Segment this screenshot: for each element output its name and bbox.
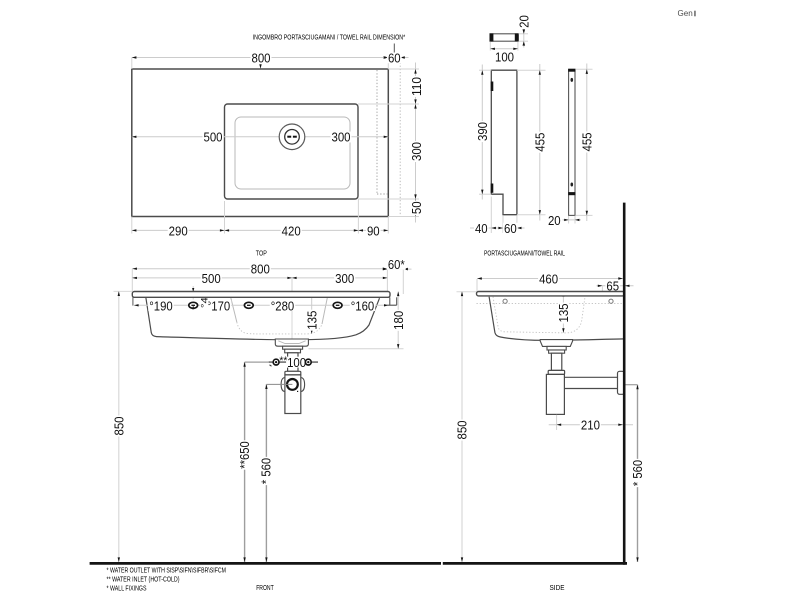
svg-text:210: 210 bbox=[581, 418, 600, 433]
svg-text:800: 800 bbox=[251, 50, 270, 65]
svg-text:500: 500 bbox=[203, 130, 222, 145]
svg-text:850: 850 bbox=[454, 420, 469, 439]
svg-text:300: 300 bbox=[335, 271, 354, 286]
svg-text:°190: °190 bbox=[149, 298, 172, 313]
svg-text:50: 50 bbox=[409, 201, 424, 214]
svg-text:**650: **650 bbox=[237, 441, 252, 468]
svg-text:* WATER OUTLET WITH SISP\SIFN: * WATER OUTLET WITH SISP\SIFN\SIFBR\SIFC… bbox=[107, 568, 227, 575]
svg-text:40: 40 bbox=[475, 221, 488, 236]
svg-text:TOP: TOP bbox=[256, 250, 267, 257]
svg-text:°280: °280 bbox=[271, 298, 294, 313]
svg-text:180: 180 bbox=[391, 311, 406, 330]
svg-text:20: 20 bbox=[516, 15, 531, 28]
svg-text:°160: °160 bbox=[351, 298, 374, 313]
svg-text:135: 135 bbox=[304, 311, 319, 330]
svg-text:300: 300 bbox=[331, 130, 350, 145]
svg-text:100: 100 bbox=[287, 355, 306, 370]
svg-text:* 560: * 560 bbox=[630, 460, 645, 486]
svg-text:290: 290 bbox=[169, 223, 188, 238]
svg-text:20: 20 bbox=[548, 213, 561, 228]
svg-text:** WATER INLET (HOT-COLD): ** WATER INLET (HOT-COLD) bbox=[107, 577, 180, 584]
svg-text:390: 390 bbox=[475, 122, 490, 141]
svg-text:100: 100 bbox=[495, 49, 514, 64]
svg-text:**: ** bbox=[279, 355, 288, 367]
svg-text:°170: °170 bbox=[207, 298, 230, 313]
svg-text:455: 455 bbox=[579, 132, 594, 151]
svg-text:60: 60 bbox=[388, 50, 401, 65]
svg-text:FRONT: FRONT bbox=[256, 585, 274, 592]
svg-text:INGOMBRO PORTASCIUGAMANI / TOW: INGOMBRO PORTASCIUGAMANI / TOWEL RAIL DI… bbox=[253, 34, 406, 41]
svg-text:460: 460 bbox=[539, 271, 558, 286]
svg-text:°45: °45 bbox=[200, 291, 211, 308]
svg-text:60: 60 bbox=[504, 221, 517, 236]
svg-text:110: 110 bbox=[409, 77, 424, 96]
svg-text:65: 65 bbox=[606, 279, 619, 294]
svg-text:60*: 60* bbox=[388, 257, 405, 272]
svg-text:800: 800 bbox=[251, 262, 270, 277]
svg-text:SIDE: SIDE bbox=[550, 585, 565, 592]
svg-text:PORTASCIUGAMANI/TOWEL RAIL: PORTASCIUGAMANI/TOWEL RAIL bbox=[484, 251, 565, 258]
svg-text:850: 850 bbox=[111, 416, 126, 435]
svg-text:Gen: Gen bbox=[678, 8, 694, 18]
svg-text:90: 90 bbox=[367, 223, 380, 238]
svg-text:455: 455 bbox=[532, 133, 547, 152]
svg-text:420: 420 bbox=[282, 223, 301, 238]
svg-text:* 560: * 560 bbox=[259, 458, 274, 484]
svg-text:300: 300 bbox=[409, 142, 424, 161]
svg-text:135: 135 bbox=[556, 303, 571, 322]
svg-text:* WALL FIXINGS: * WALL FIXINGS bbox=[107, 586, 147, 593]
svg-text:500: 500 bbox=[202, 271, 221, 286]
